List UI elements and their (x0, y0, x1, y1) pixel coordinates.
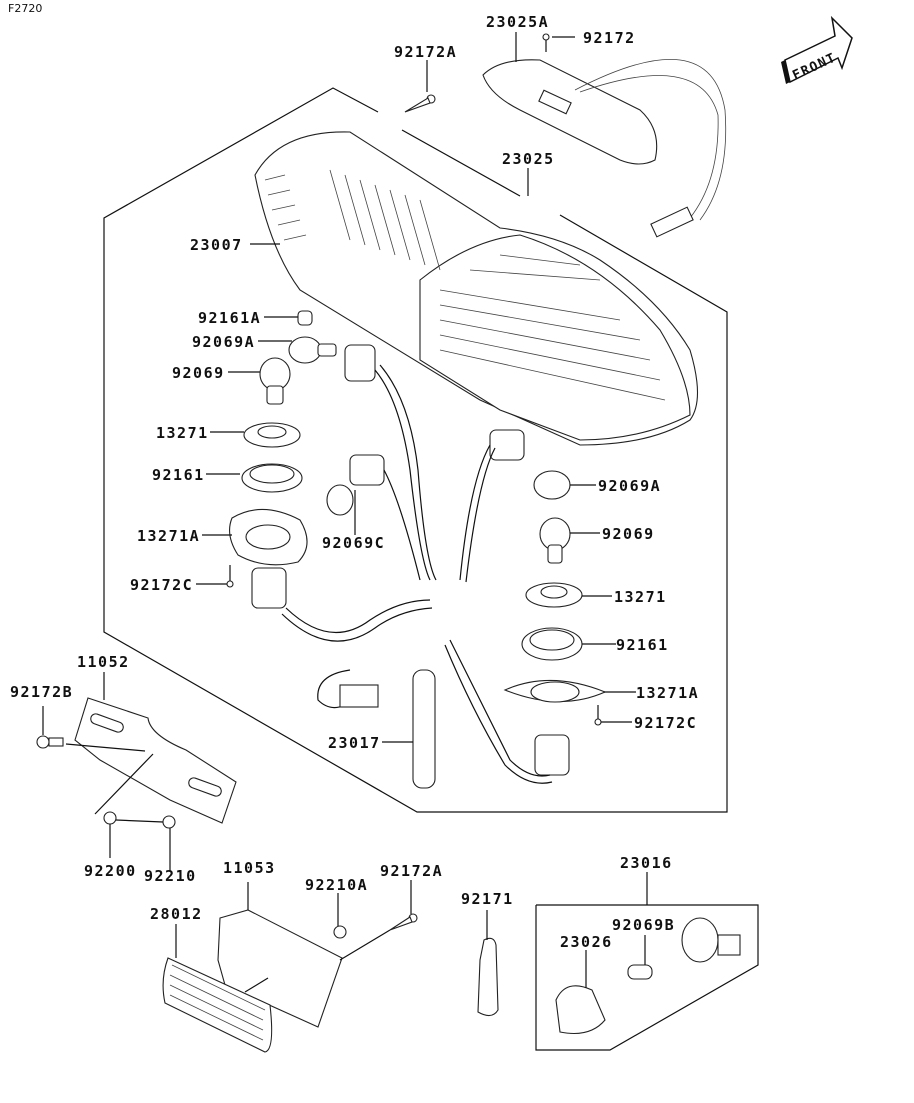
label-92069: 92069 (602, 525, 655, 543)
label-13271: 13271 (614, 588, 667, 606)
label-92210A: 92210A (305, 876, 368, 894)
label-23025: 23025 (502, 150, 555, 168)
label-92069: 92069 (172, 364, 225, 382)
bulb-icon (259, 357, 291, 405)
label-92069C: 92069C (322, 534, 385, 552)
label-92069A: 92069A (598, 477, 661, 495)
label-92172C: 92172C (130, 576, 193, 594)
bulb-icon (288, 336, 337, 364)
front-arrow-icon: FRONT (781, 15, 853, 84)
part-23025-taillight (254, 131, 698, 446)
label-92200: 92200 (84, 862, 137, 880)
label-92172A: 92172A (394, 43, 457, 61)
part-23016-box (535, 904, 759, 1051)
diagram-code: F2720 (8, 2, 42, 15)
part-92171-strap (477, 937, 499, 1017)
label-13271: 13271 (156, 424, 209, 442)
part-labels: 92172A 23025A 92172 23025 23007 92161A 9… (10, 13, 699, 951)
label-92172B: 92172B (10, 683, 73, 701)
part-11052-bracket (74, 697, 237, 824)
label-13271A: 13271A (636, 684, 699, 702)
label-92171: 92171 (461, 890, 514, 908)
label-92172: 92172 (583, 29, 636, 47)
label-92172C: 92172C (634, 714, 697, 732)
label-23026: 23026 (560, 933, 613, 951)
part-23025A-lamp (482, 59, 727, 238)
label-23016: 23016 (620, 854, 673, 872)
label-23025A: 23025A (486, 13, 549, 31)
label-23007: 23007 (190, 236, 243, 254)
label-92210: 92210 (144, 867, 197, 885)
label-28012: 28012 (150, 905, 203, 923)
label-92161: 92161 (152, 466, 205, 484)
label-92069A: 92069A (192, 333, 255, 351)
label-92069B: 92069B (612, 916, 675, 934)
screw-icon (404, 94, 436, 113)
wiring-harness (281, 364, 553, 784)
label-11052: 11052 (77, 653, 130, 671)
assembly-outline (103, 87, 728, 813)
label-92172A: 92172A (380, 862, 443, 880)
part-28012-reflector (162, 957, 273, 1053)
label-92161A: 92161A (198, 309, 261, 327)
label-13271A: 13271A (137, 527, 200, 545)
label-92161: 92161 (616, 636, 669, 654)
label-23017: 23017 (328, 734, 381, 752)
label-11053: 11053 (223, 859, 276, 877)
